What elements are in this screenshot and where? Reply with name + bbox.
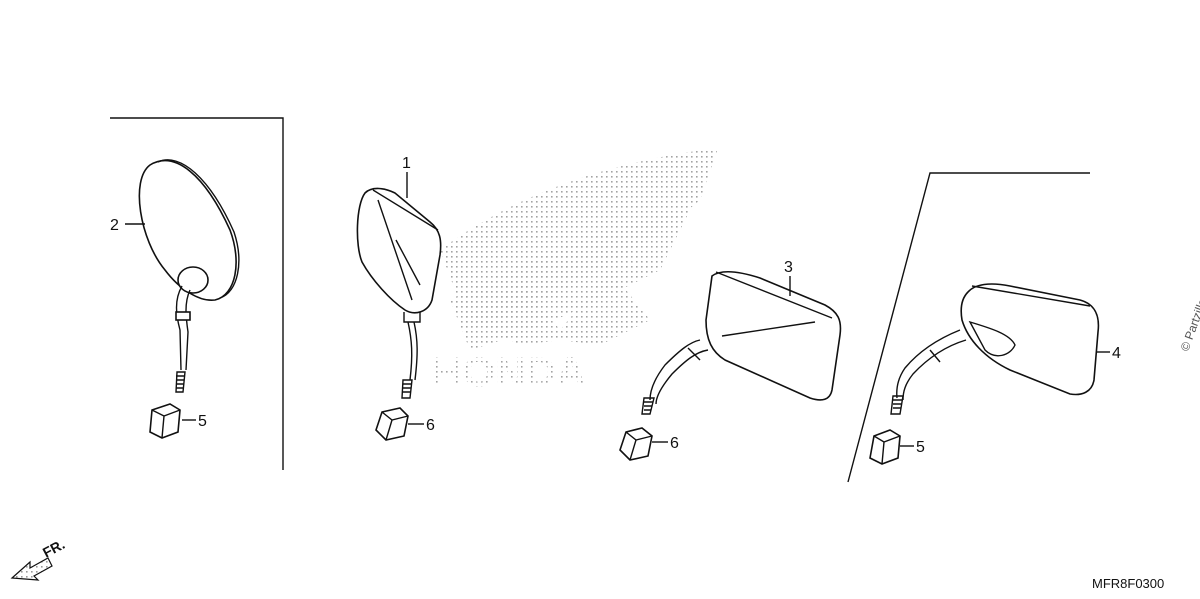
nut-part-5-right bbox=[869, 429, 901, 465]
callout-4: 4 bbox=[1112, 345, 1121, 362]
mirror-part-3 bbox=[641, 270, 842, 415]
nut-part-6-right bbox=[619, 427, 653, 461]
diagram-code: MFR8F0300 bbox=[1092, 576, 1164, 591]
honda-watermark-text: HONDA bbox=[432, 348, 586, 395]
callout-5-left: 5 bbox=[198, 413, 207, 430]
honda-wing-logo-watermark: HONDA bbox=[432, 148, 718, 395]
callout-2: 2 bbox=[110, 217, 119, 234]
callout-6-left: 6 bbox=[426, 417, 435, 434]
mirror-part-2 bbox=[138, 159, 240, 393]
callout-6-right: 6 bbox=[670, 435, 679, 452]
front-direction-arrow: FR. bbox=[10, 536, 67, 581]
mirror-part-1 bbox=[356, 187, 442, 399]
nut-part-6-left bbox=[375, 407, 409, 441]
callout-3: 3 bbox=[784, 259, 793, 276]
right-group-bracket bbox=[847, 172, 1090, 483]
left-group-bracket bbox=[110, 117, 284, 470]
nut-part-5-left bbox=[149, 403, 181, 439]
callout-1: 1 bbox=[402, 155, 411, 172]
callout-5-right: 5 bbox=[916, 439, 925, 456]
mirror-part-4 bbox=[890, 283, 1100, 415]
copyright-watermark: © Partzilla bbox=[1178, 296, 1200, 353]
front-label: FR. bbox=[40, 536, 67, 561]
